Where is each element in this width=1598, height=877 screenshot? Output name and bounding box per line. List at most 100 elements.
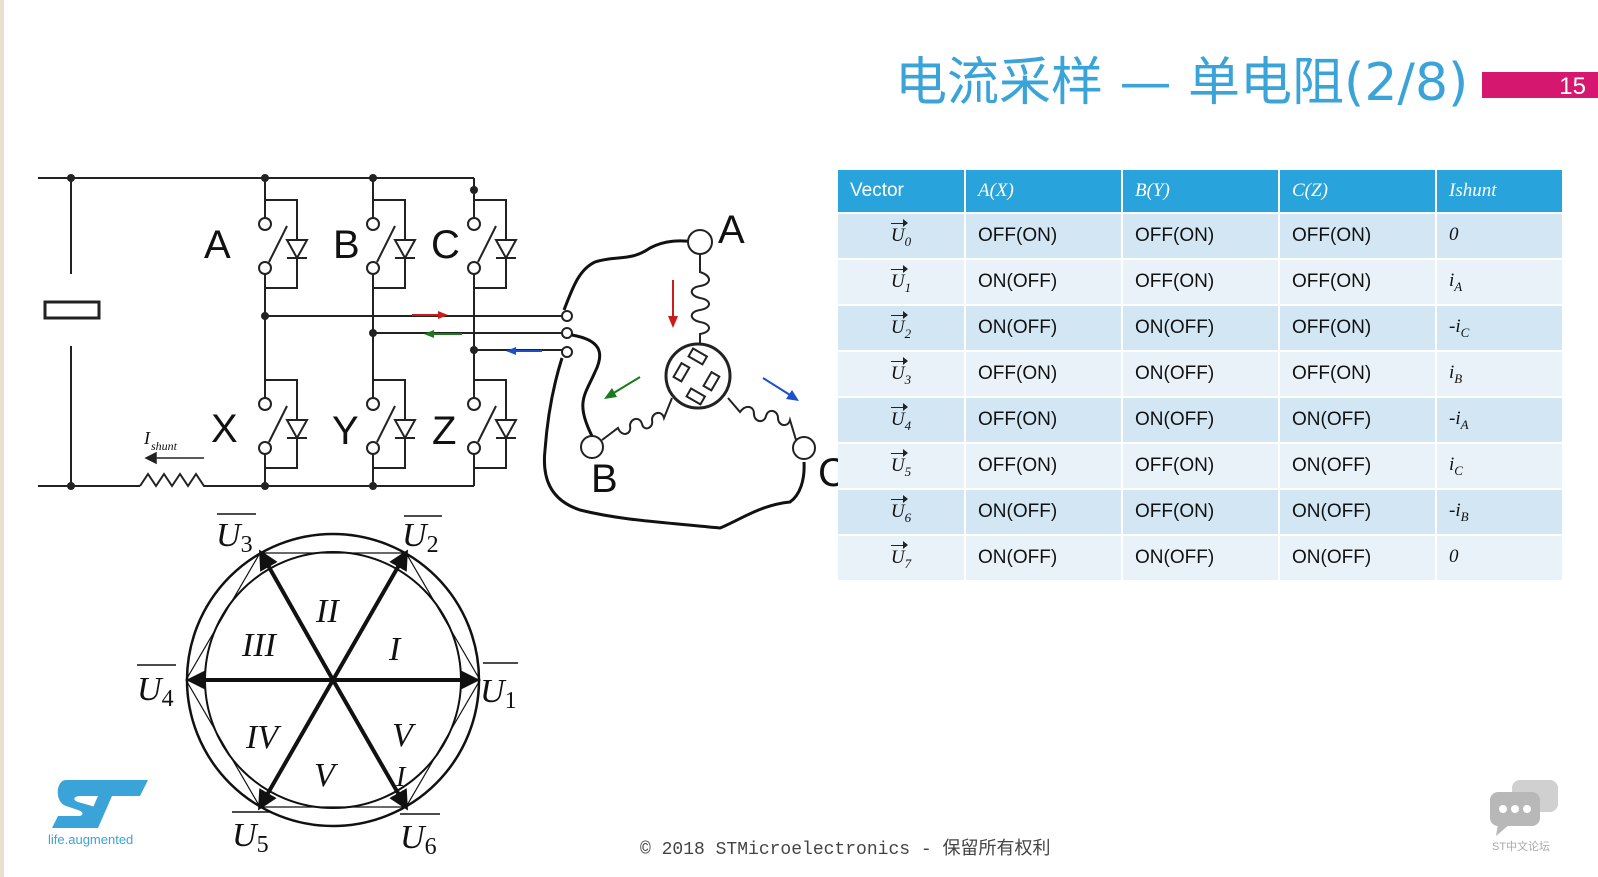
c-state-cell: ON(OFF) (1280, 490, 1435, 534)
b-state-cell: ON(OFF) (1123, 306, 1278, 350)
slide-left-edge (0, 0, 4, 877)
vector-u6-arrow (331, 679, 408, 811)
vector-cell: U0 (838, 214, 964, 258)
ishunt-cell: 0 (1437, 214, 1562, 258)
motor-current-arrows (604, 280, 799, 401)
vector-u3-arrow (259, 549, 335, 681)
a-state-cell: OFF(ON) (966, 352, 1121, 396)
b-state-cell: OFF(ON) (1123, 260, 1278, 304)
b-state-cell: OFF(ON) (1123, 490, 1278, 534)
table-row: U5 OFF(ON) OFF(ON) ON(OFF) iC (838, 444, 1562, 488)
ishunt-cell: -iA (1437, 398, 1562, 442)
motor-label-b: B (591, 457, 618, 501)
switch-label-x: X (211, 407, 238, 451)
vector-u3-label: U3 (216, 517, 253, 558)
b-state-cell: ON(OFF) (1123, 352, 1278, 396)
c-state-cell: OFF(ON) (1280, 352, 1435, 396)
table-row: U7 ON(OFF) ON(OFF) ON(OFF) 0 (838, 536, 1562, 580)
motor-label-a: A (718, 208, 745, 252)
vector-cell: U2 (838, 306, 964, 350)
a-state-cell: ON(OFF) (966, 260, 1121, 304)
vector-u4-label: U4 (137, 671, 174, 712)
table-row: U3 OFF(ON) ON(OFF) OFF(ON) iB (838, 352, 1562, 396)
ishunt-cell: iC (1437, 444, 1562, 488)
switch-label-y: Y (332, 409, 359, 453)
table-row: U6 ON(OFF) OFF(ON) ON(OFF) -iB (838, 490, 1562, 534)
space-vector-hexagon: U1 U2 U3 U4 U5 U6 I II III IV V V I (137, 513, 518, 860)
sector-label-i-lower: I (395, 762, 407, 793)
switch-label-b: B (333, 223, 360, 267)
vector-u5-arrow (258, 679, 335, 811)
switch-label-a: A (204, 223, 231, 267)
vector-u1-label: U1 (480, 673, 517, 714)
column-header-c: C(Z) (1280, 170, 1435, 212)
column-header-b: B(Y) (1123, 170, 1278, 212)
table-row: U4 OFF(ON) ON(OFF) ON(OFF) -iA (838, 398, 1562, 442)
c-state-cell: ON(OFF) (1280, 536, 1435, 580)
shunt-label-subscript: shunt (151, 439, 178, 453)
b-state-cell: OFF(ON) (1123, 214, 1278, 258)
vector-cell: U1 (838, 260, 964, 304)
table-header-row: Vector A(X) B(Y) C(Z) Ishunt (838, 170, 1562, 212)
ishunt-cell: iB (1437, 352, 1562, 396)
column-header-vector: Vector (838, 170, 964, 212)
c-state-cell: OFF(ON) (1280, 214, 1435, 258)
a-state-cell: OFF(ON) (966, 398, 1121, 442)
a-state-cell: OFF(ON) (966, 444, 1121, 488)
c-state-cell: OFF(ON) (1280, 260, 1435, 304)
vector-cell: U3 (838, 352, 964, 396)
sector-label-v-right: V (392, 717, 417, 754)
switch-b-low (365, 376, 417, 472)
switch-b-high (365, 196, 417, 292)
switch-c-high (466, 196, 518, 292)
page-number: 15 (1559, 73, 1586, 100)
sector-label-iii: III (241, 627, 278, 664)
chat-bubbles-icon (1490, 780, 1558, 836)
motor-cable (542, 239, 806, 530)
switching-state-table: Vector A(X) B(Y) C(Z) Ishunt U0 OFF(ON) … (836, 168, 1564, 582)
page-number-bar: 15 (1482, 72, 1598, 100)
motor-windings (580, 229, 816, 460)
phase-current-arrows (412, 311, 542, 355)
ishunt-cell: -iC (1437, 306, 1562, 350)
shunt-label: I (143, 428, 151, 448)
switch-label-c: C (431, 223, 460, 267)
ishunt-cell: iA (1437, 260, 1562, 304)
c-state-cell: ON(OFF) (1280, 398, 1435, 442)
c-state-cell: ON(OFF) (1280, 444, 1435, 488)
vector-u2-arrow (331, 549, 408, 681)
a-state-cell: ON(OFF) (966, 490, 1121, 534)
column-header-ishunt: Ishunt (1437, 170, 1562, 212)
dc-link-capacitor (43, 300, 101, 320)
vector-cell: U7 (838, 536, 964, 580)
vector-cell: U5 (838, 444, 964, 488)
sector-label-iv: IV (245, 719, 282, 756)
motor-rotor (672, 347, 721, 406)
b-state-cell: ON(OFF) (1123, 536, 1278, 580)
vector-cell: U6 (838, 490, 964, 534)
vector-cell: U4 (838, 398, 964, 442)
sector-label-ii: II (315, 593, 340, 630)
sector-label-v: V (314, 757, 339, 794)
ishunt-cell: 0 (1437, 536, 1562, 580)
st-logo-icon: ST (52, 780, 148, 828)
column-header-a: A(X) (966, 170, 1121, 212)
st-tagline: life.augmented (48, 832, 134, 847)
svg-text:ST: ST (100, 807, 102, 809)
table-row: U0 OFF(ON) OFF(ON) OFF(ON) 0 (838, 214, 1562, 258)
table-row: U1 ON(OFF) OFF(ON) OFF(ON) iA (838, 260, 1562, 304)
switch-a-low (257, 376, 309, 472)
vector-u6-label: U6 (400, 819, 437, 860)
switch-label-z: Z (432, 409, 456, 453)
ishunt-cell: -iB (1437, 490, 1562, 534)
copyright-footer: © 2018 STMicroelectronics - 保留所有权利 (640, 840, 1051, 860)
switch-c-low (466, 376, 518, 472)
sector-label-i: I (388, 631, 402, 668)
table-row: U2 ON(OFF) ON(OFF) OFF(ON) -iC (838, 306, 1562, 350)
b-state-cell: OFF(ON) (1123, 444, 1278, 488)
vector-u5-label: U5 (232, 817, 269, 858)
b-state-cell: ON(OFF) (1123, 398, 1278, 442)
a-state-cell: ON(OFF) (966, 306, 1121, 350)
switch-a-high (257, 196, 309, 292)
a-state-cell: OFF(ON) (966, 214, 1121, 258)
